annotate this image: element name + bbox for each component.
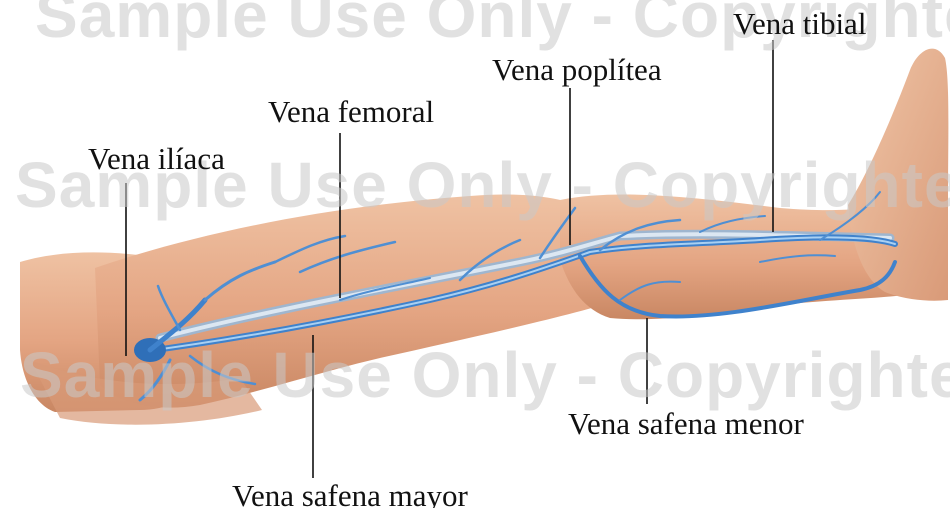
label-vena-tibial: Vena tibial <box>733 8 866 39</box>
label-vena-femoral: Vena femoral <box>268 96 434 127</box>
label-vena-iliaca: Vena ilíaca <box>88 143 225 174</box>
thigh-shape <box>95 195 620 408</box>
foot-shape <box>848 49 948 301</box>
label-vena-safena-mayor: Vena safena mayor <box>232 480 468 508</box>
label-vena-safena-menor: Vena safena menor <box>568 408 804 439</box>
label-vena-poplitea: Vena poplítea <box>492 54 662 85</box>
